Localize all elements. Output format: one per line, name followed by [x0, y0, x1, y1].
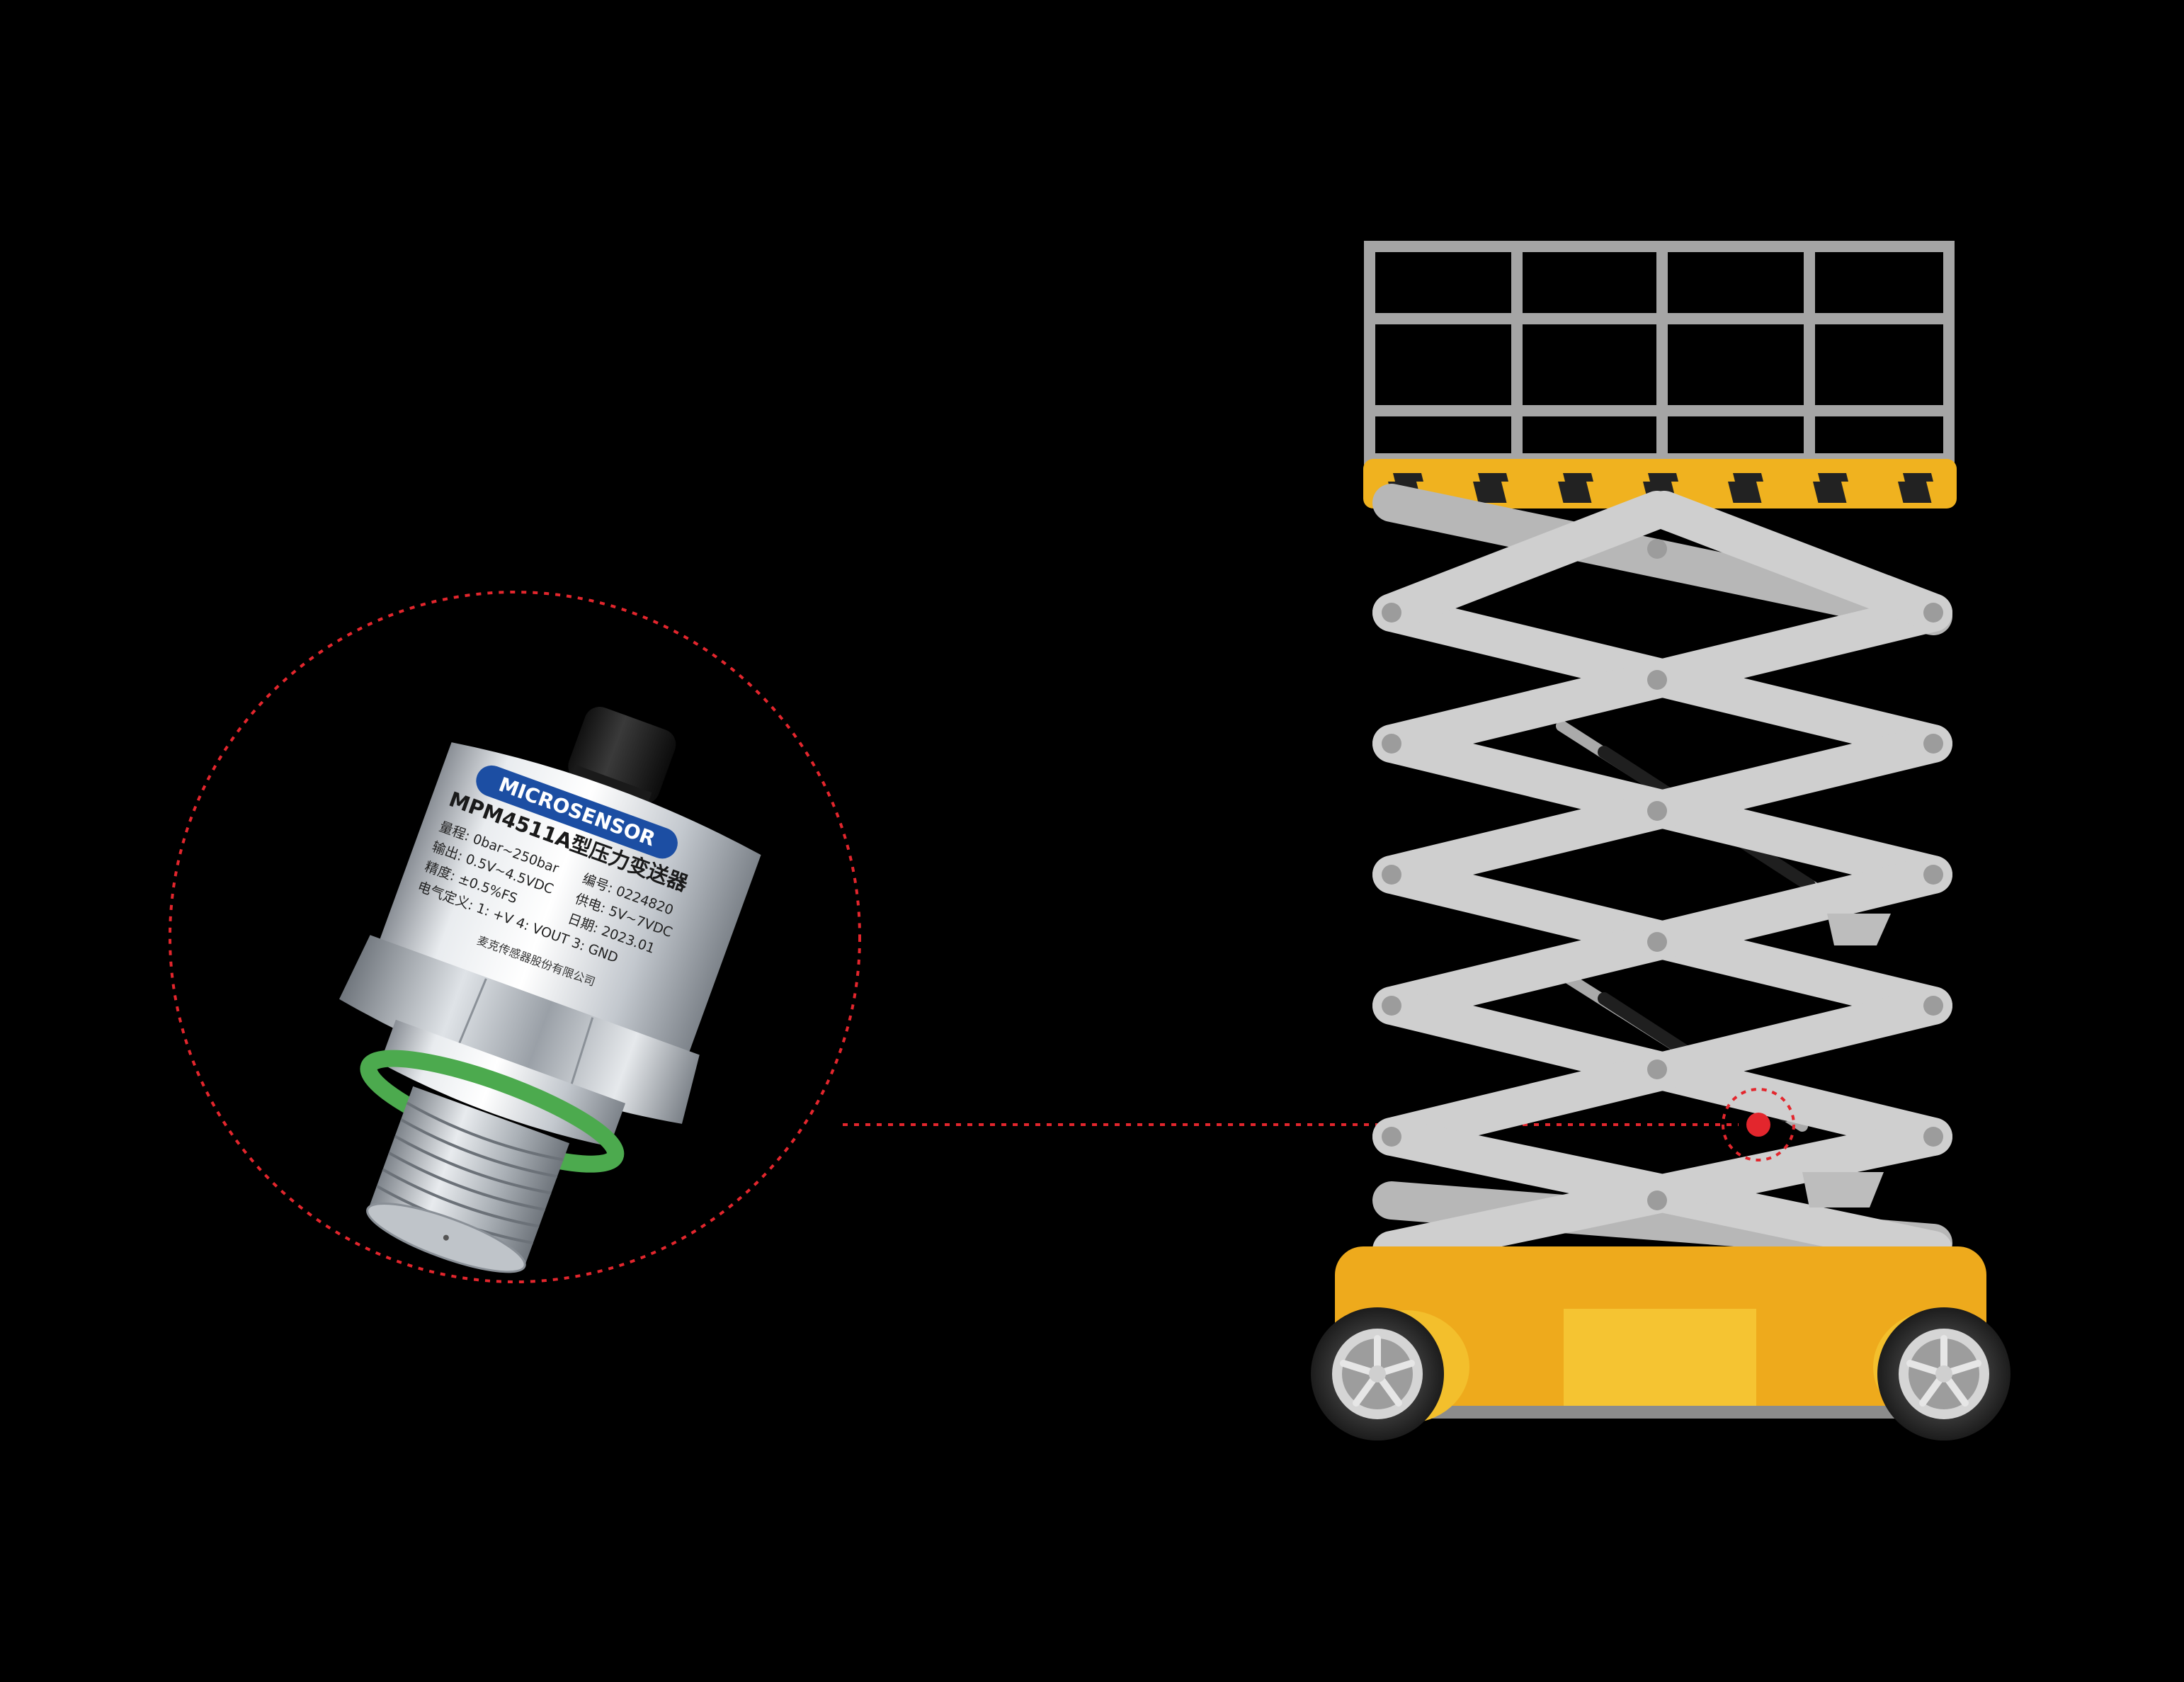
- guard-rail: [1364, 241, 1955, 465]
- scissor-arms: [1372, 484, 1952, 1269]
- scissor-lift-icon: [1311, 241, 2010, 1441]
- left-wheel-icon: [1311, 1307, 1444, 1441]
- sensor-callout: [169, 591, 1739, 1283]
- pivot-joints: [1382, 539, 1943, 1210]
- pressure-transmitter-icon: MICROSENSOR MPM4511A型压力变送器 量程: 0bar~250b…: [339, 706, 761, 1273]
- hex-nut: [339, 935, 700, 1124]
- sensor-location-marker-icon: [1722, 1088, 1795, 1161]
- cylinder-brackets: [1802, 914, 1891, 1207]
- right-wheel-icon: [1877, 1307, 2010, 1441]
- callout-circle: [169, 591, 861, 1283]
